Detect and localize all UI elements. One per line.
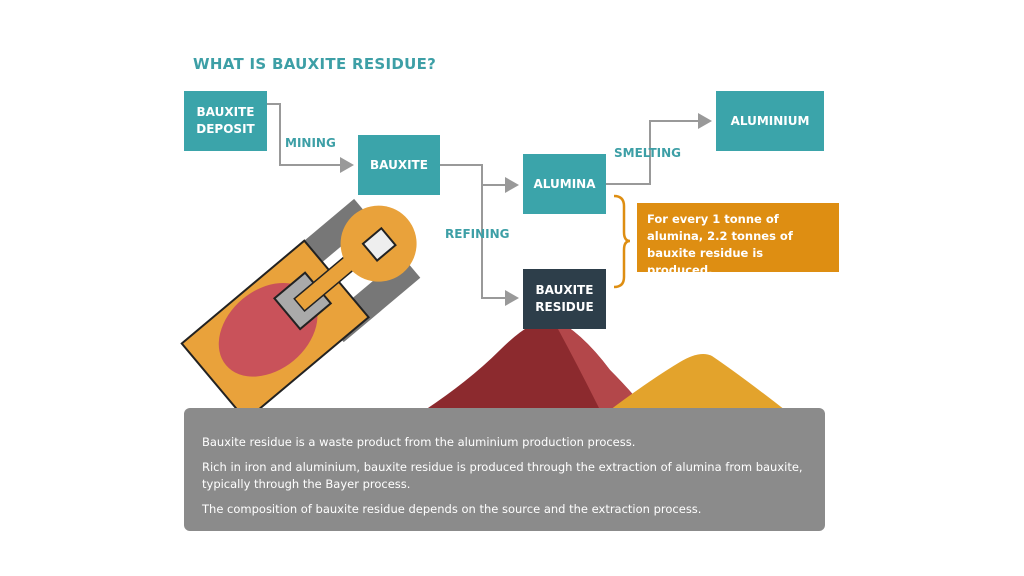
- bracket: [613, 194, 631, 289]
- arrow-mining: [267, 103, 354, 173]
- residue-ratio-note: For every 1 tonne of alumina, 2.2 tonnes…: [637, 203, 839, 277]
- node-bauxite: BAUXITE: [358, 135, 440, 195]
- label-mining: MINING: [285, 136, 336, 150]
- description-line: The composition of bauxite residue depen…: [202, 501, 702, 516]
- arrow-refining-alumina: [440, 164, 519, 193]
- node-bauxite-deposit: BAUXITE DEPOSIT: [184, 91, 267, 151]
- node-bauxite-residue: BAUXITE RESIDUE: [523, 269, 606, 329]
- orange-pile-illustration: [610, 354, 785, 410]
- description-panel: Bauxite residue is a waste product from …: [184, 408, 825, 531]
- description-line: Rich in iron and aluminium, bauxite resi…: [202, 459, 803, 492]
- label-refining: REFINING: [445, 227, 510, 241]
- excavator-illustration: [180, 198, 421, 422]
- label-smelting: SMELTING: [614, 146, 681, 160]
- description-line: Bauxite residue is a waste product from …: [202, 435, 636, 449]
- node-aluminium: ALUMINIUM: [716, 91, 824, 151]
- arrow-refining-residue: [481, 185, 519, 306]
- arrow-smelting: [606, 113, 712, 185]
- node-alumina: ALUMINA: [523, 154, 606, 214]
- page-title: WHAT IS BAUXITE RESIDUE?: [193, 55, 437, 73]
